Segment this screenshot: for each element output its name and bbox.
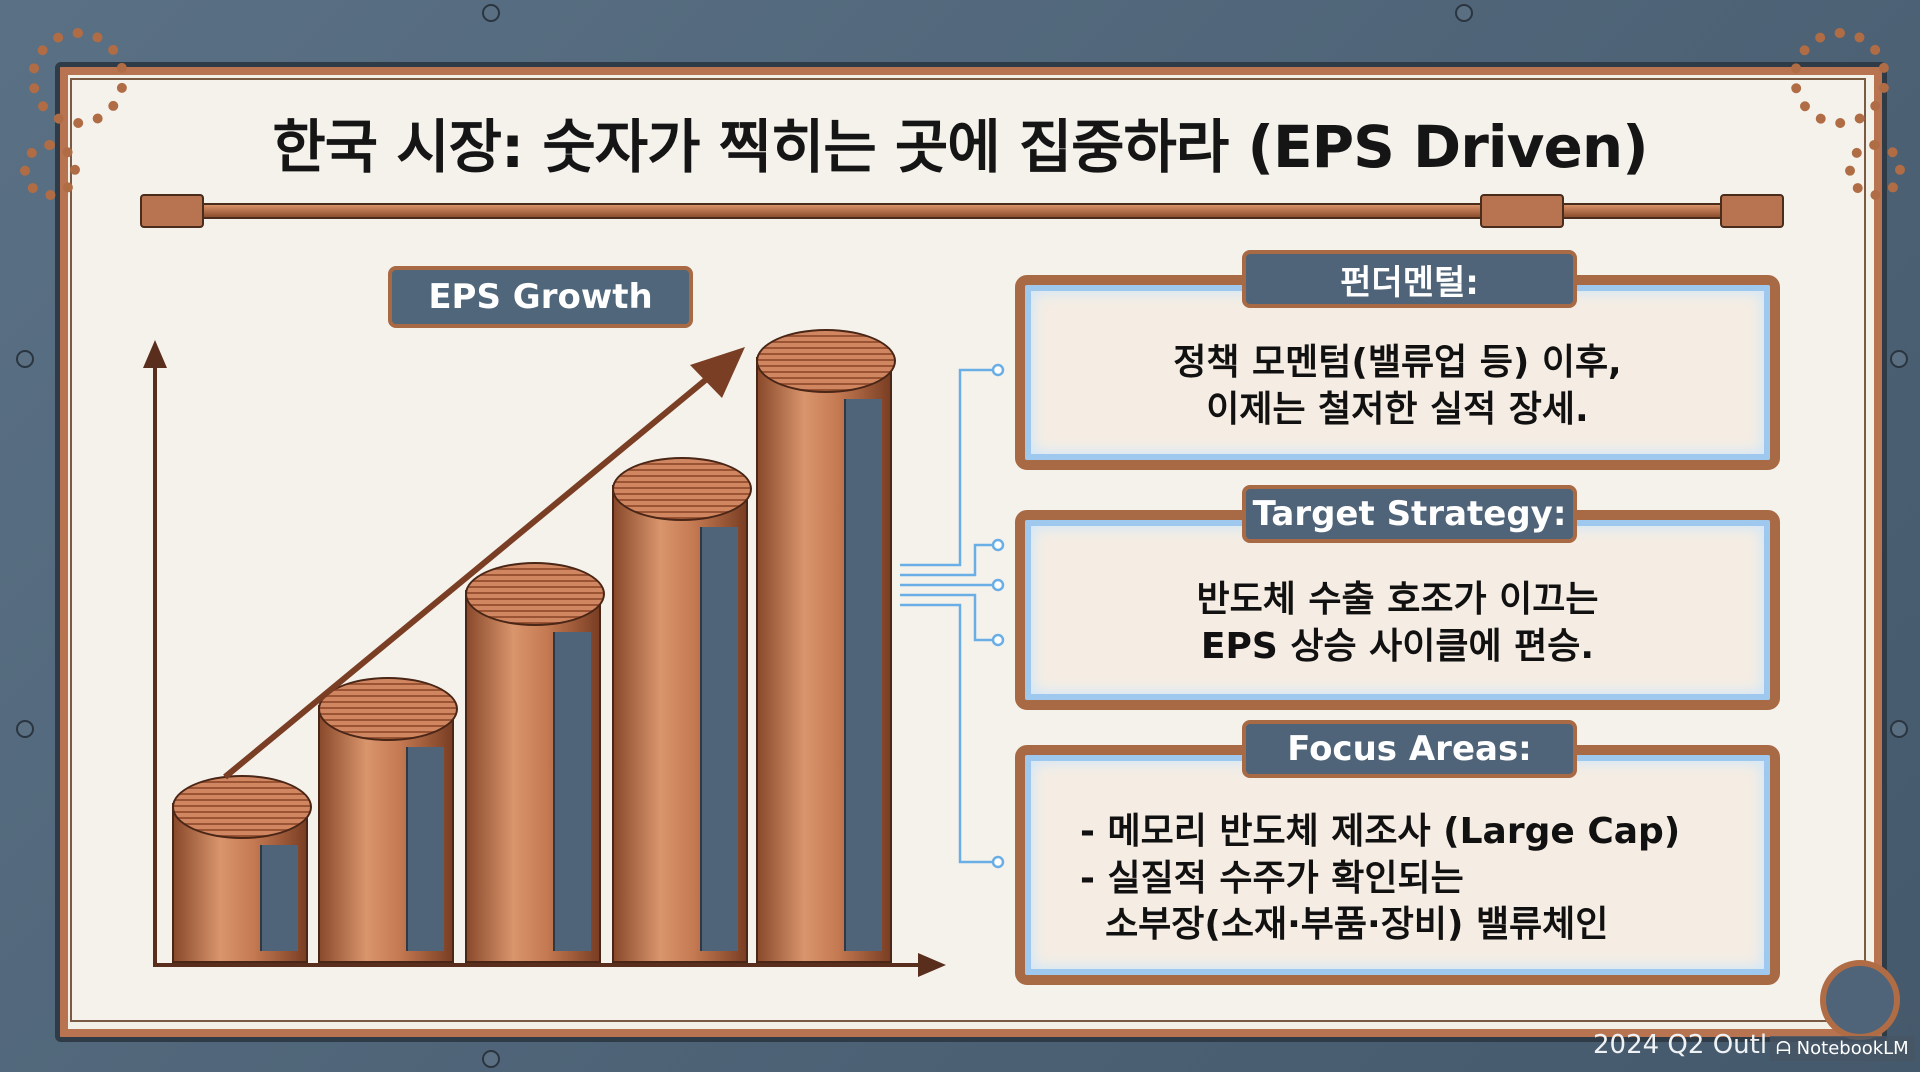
- coin-stack-top: [612, 457, 752, 521]
- screw-icon: [1890, 350, 1908, 368]
- notebooklm-logo-icon: ᗩ: [1776, 1038, 1797, 1059]
- coin-stack-top: [756, 329, 896, 393]
- watermark-label: NotebookLM: [1796, 1038, 1909, 1059]
- trend-arrow: [223, 365, 722, 780]
- eps-bar-5: [756, 329, 896, 963]
- compass-icon: [1820, 960, 1900, 1040]
- x-axis: [153, 963, 923, 967]
- pipe-connector: [1720, 194, 1784, 228]
- circuit-pattern: [844, 399, 882, 951]
- chart-label: EPS Growth: [388, 266, 693, 328]
- y-axis-arrowhead: [143, 340, 167, 368]
- panel-target-strategy: Target Strategy: 반도체 수출 호조가 이끄는 EPS 상승 사…: [1015, 485, 1780, 710]
- eps-bar-2: [318, 677, 458, 963]
- panel-header: Target Strategy:: [1242, 485, 1577, 543]
- y-axis: [153, 360, 157, 965]
- screw-icon: [1890, 720, 1908, 738]
- circuit-pattern: [406, 747, 444, 951]
- panel-text-line: - 메모리 반도체 제조사 (Large Cap): [1080, 810, 1681, 852]
- circuit-wires: [900, 368, 995, 864]
- slide-title: 한국 시장: 숫자가 찍히는 곳에 집중하라 (EPS Driven): [272, 113, 1648, 181]
- gear-icon: [28, 28, 128, 128]
- eps-bar-3: [465, 562, 605, 963]
- screw-icon: [482, 4, 500, 22]
- panel-text-line: 이제는 철저한 실적 장세.: [1206, 388, 1589, 430]
- gear-icon: [1845, 140, 1905, 200]
- pipe-connector: [140, 194, 204, 228]
- notebooklm-watermark: ᗩ NotebookLM: [1770, 1036, 1915, 1061]
- circuit-pattern: [700, 527, 738, 951]
- panel-text-line: EPS 상승 사이클에 편승.: [1200, 626, 1595, 667]
- panel-text-line: - 실질적 수주가 확인되는: [1080, 857, 1464, 899]
- panel-text-line: 소부장(소재·부품·장비) 밸류체인: [1080, 904, 1609, 946]
- panel-text-line: 반도체 수출 호조가 이끄는: [1196, 579, 1599, 621]
- gear-icon: [20, 140, 80, 200]
- screw-icon: [1455, 4, 1473, 22]
- eps-bar-1: [172, 775, 312, 963]
- panel-body: 정책 모멘텀(밸류업 등) 이후, 이제는 철저한 실적 장세.: [1025, 323, 1770, 450]
- panel-header: Focus Areas:: [1242, 720, 1577, 778]
- pipe-connector: [1480, 194, 1564, 228]
- coin-stack-top: [465, 562, 605, 626]
- footer-text: 2024 Q2 Outl: [1593, 1030, 1768, 1060]
- panel-focus-areas: Focus Areas: - 메모리 반도체 제조사 (Large Cap) -…: [1015, 720, 1780, 985]
- gear-icon: [1790, 28, 1890, 128]
- panel-fundamentals: 펀더멘털: 정책 모멘텀(밸류업 등) 이후, 이제는 철저한 실적 장세.: [1015, 250, 1780, 470]
- panel-text-line: 정책 모멘텀(밸류업 등) 이후,: [1173, 341, 1622, 383]
- coin-stack-top: [318, 677, 458, 741]
- coin-stack-top: [172, 775, 312, 839]
- x-axis-arrowhead: [918, 953, 946, 977]
- eps-bar-4: [612, 457, 752, 963]
- circuit-pattern: [553, 632, 591, 951]
- panel-header: 펀더멘털:: [1242, 250, 1577, 308]
- screw-icon: [16, 350, 34, 368]
- trend-arrowhead: [690, 347, 745, 398]
- panel-body: 반도체 수출 호조가 이끄는 EPS 상승 사이클에 편승.: [1025, 558, 1770, 690]
- circuit-pattern: [260, 845, 298, 951]
- screw-icon: [16, 720, 34, 738]
- screw-icon: [482, 1050, 500, 1068]
- panel-body: - 메모리 반도체 제조사 (Large Cap) - 실질적 수주가 확인되는…: [1025, 793, 1770, 965]
